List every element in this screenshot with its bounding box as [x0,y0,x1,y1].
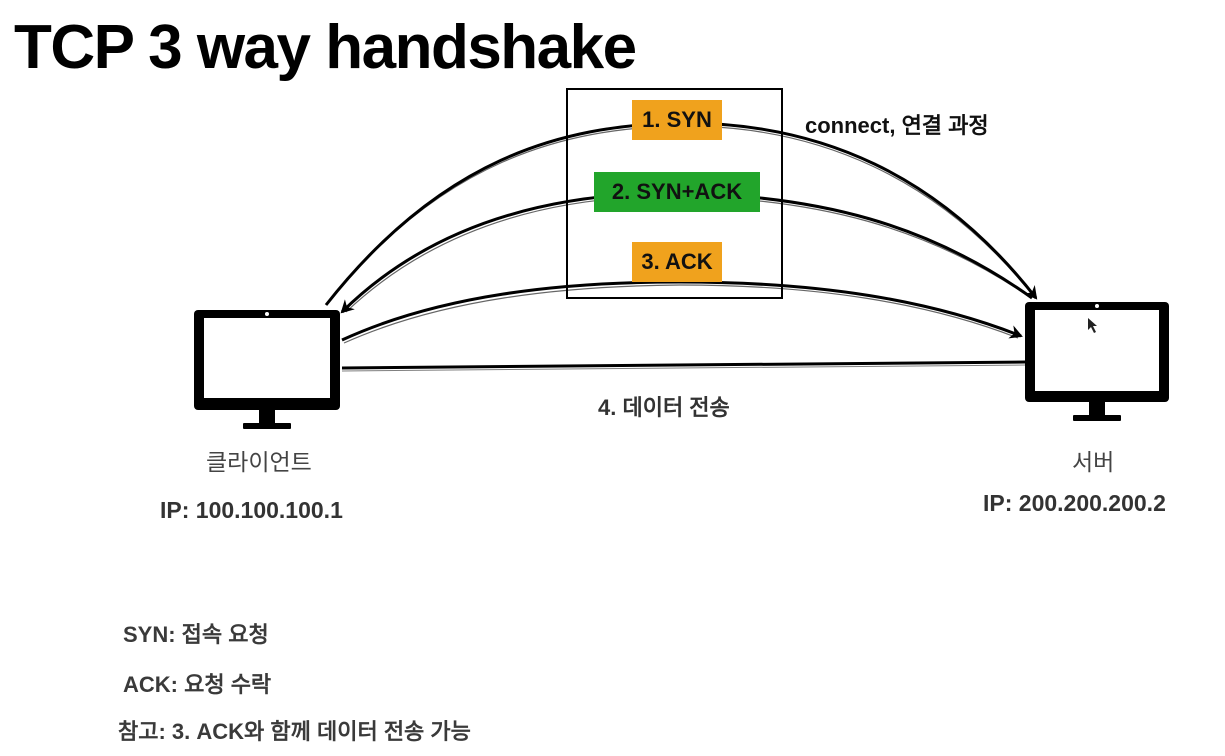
server-computer-icon [1025,302,1169,421]
data-transfer-line [341,360,1027,370]
legend-syn: SYN: 접속 요청 [123,622,269,647]
data-transfer-label: 4. 데이터 전송 [598,395,730,420]
step-syn-ack-tag: 2. SYN+ACK [594,172,760,212]
server-ip: IP: 200.200.200.2 [983,490,1166,516]
connect-note: connect, 연결 과정 [805,113,989,138]
legend-ack: ACK: 요청 수락 [123,672,272,697]
legend-note: 참고: 3. ACK와 함께 데이터 전송 가능 [118,719,471,744]
server-label: 서버 [1072,449,1115,475]
ack-arrow [341,280,1023,342]
client-label: 클라이언트 [206,449,312,475]
handshake-steps-box [566,88,783,299]
step-ack-tag: 3. ACK [632,242,722,282]
client-ip: IP: 100.100.100.1 [160,497,343,523]
page-title: TCP 3 way handshake [14,13,637,82]
client-computer-icon [194,310,340,429]
step-syn-tag: 1. SYN [632,100,722,140]
